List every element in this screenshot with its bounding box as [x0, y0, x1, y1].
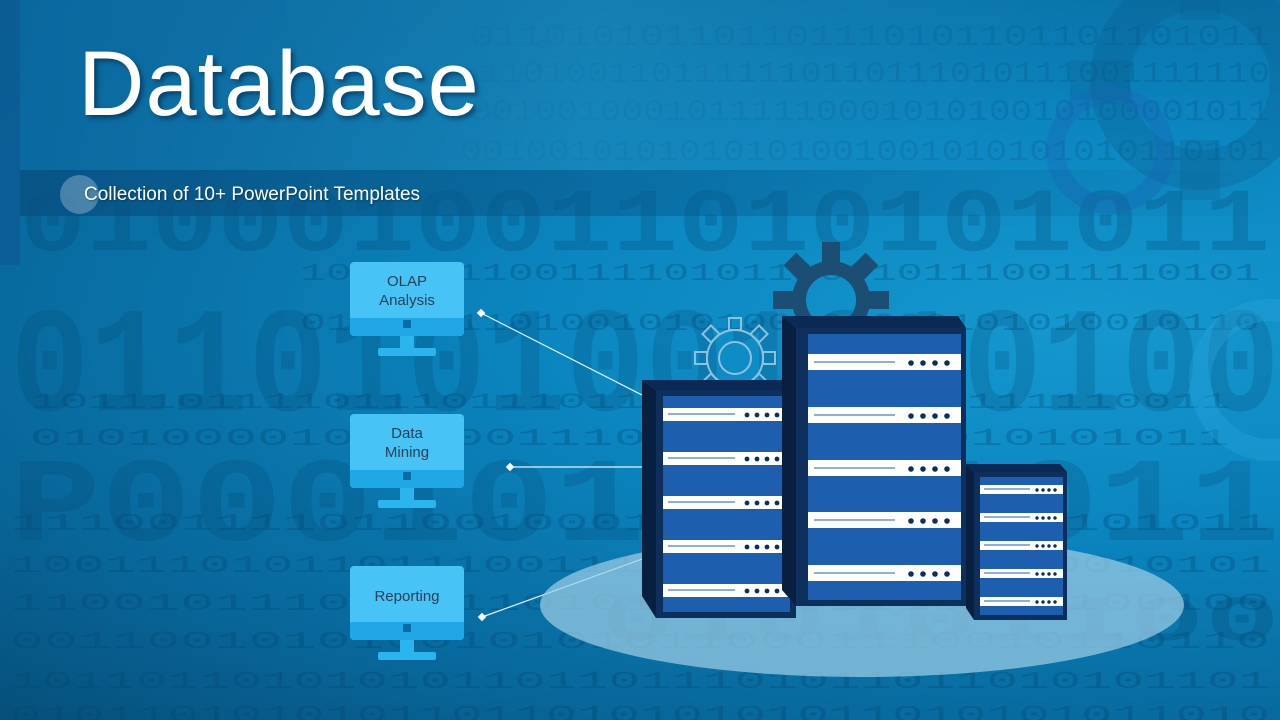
svg-text:010100001010100111010101001101: 0101000010101001110101010011010101011 — [30, 426, 1230, 453]
monitor-olap-analysis: OLAP Analysis — [350, 262, 465, 358]
left-accent-band — [0, 0, 20, 265]
monitor-label-line1: Reporting — [374, 588, 440, 605]
server-rack-icon — [966, 464, 1067, 620]
svg-text:101110111101110111011101010111: 1011101111011101110111010101110011111001… — [30, 390, 1230, 415]
monitor-reporting: Reporting — [350, 566, 465, 662]
monitor-label-line2: Analysis — [379, 292, 435, 309]
svg-text:101101101010101101101110101101: 1011011010101011011011101011011010101101 — [10, 669, 1270, 696]
title-band — [20, 0, 1280, 170]
svg-text:010110101010110110101010101101: 0101101010101101101010101011010101011010 — [10, 703, 1270, 720]
monitor-label-line1: OLAP — [386, 273, 428, 290]
subtitle-bullet-circle — [60, 175, 99, 214]
monitor-label-line2: Mining — [384, 444, 430, 461]
gear-icon — [694, 317, 776, 392]
server-rack-icon — [782, 316, 966, 606]
subtitle-band — [20, 170, 1280, 216]
monitor-data-mining: Data Mining — [350, 414, 465, 510]
page-subtitle: Collection of 10+ PowerPoint Templates — [84, 184, 421, 205]
monitor-label-line1: Data — [391, 425, 423, 442]
page-title: Database — [78, 33, 480, 135]
server-rack-icon — [642, 380, 796, 618]
